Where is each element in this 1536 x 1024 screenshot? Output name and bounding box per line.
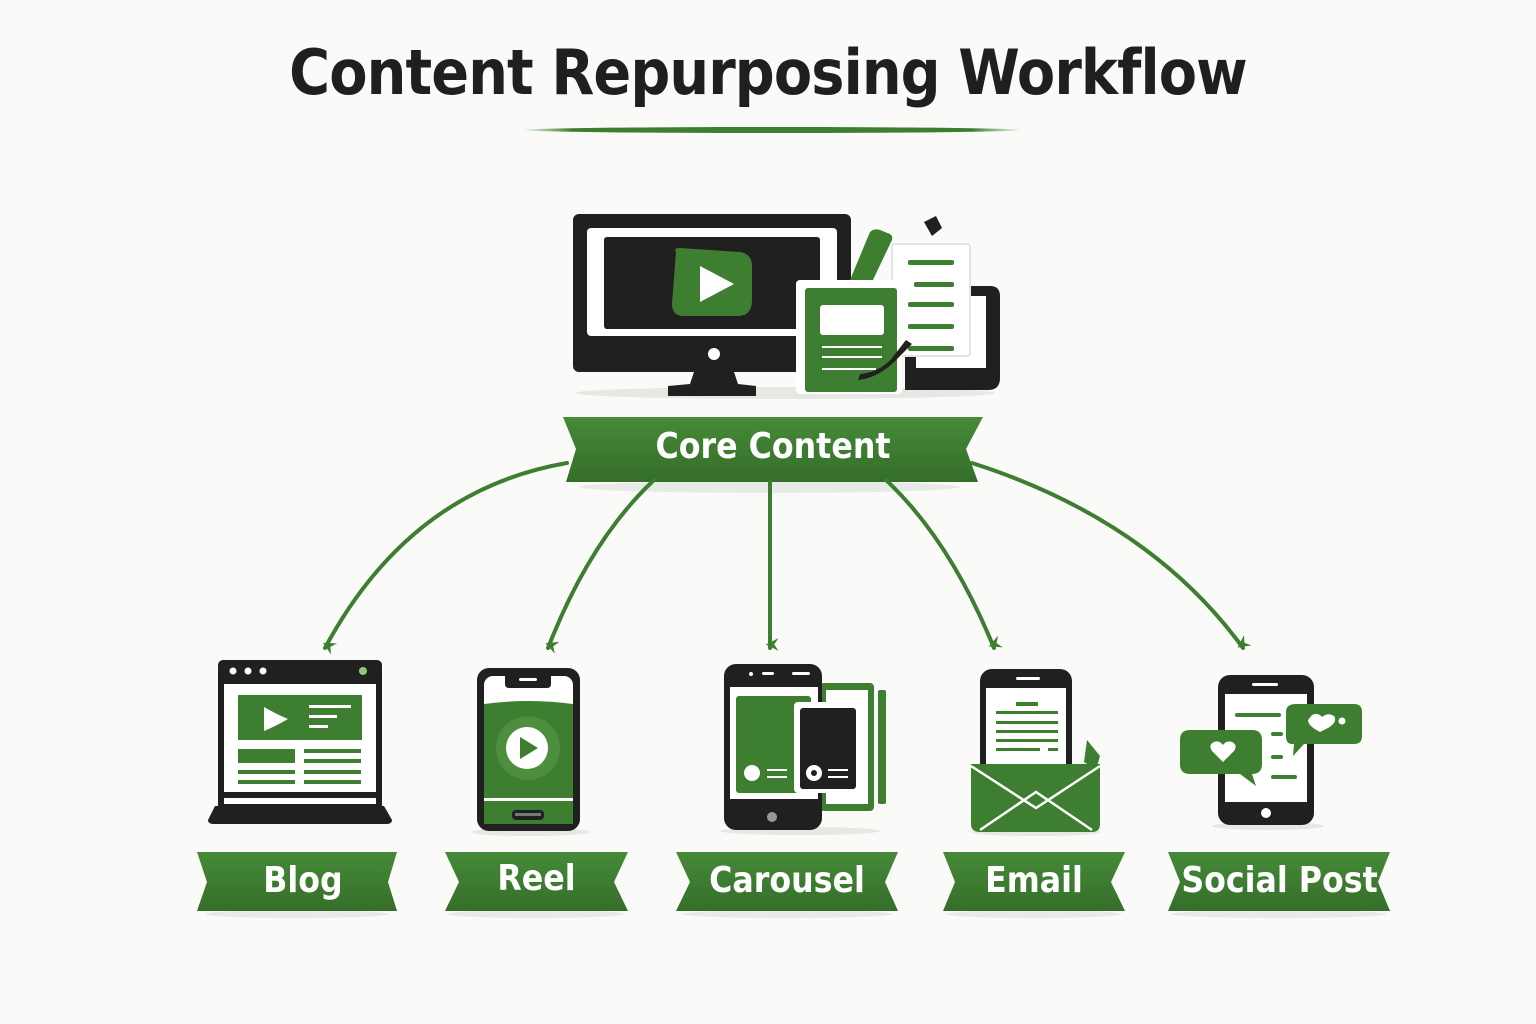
arrow-to-blog: [322, 461, 569, 655]
banner-carousel: [676, 852, 898, 918]
banner-email: [943, 852, 1125, 918]
core-content-label: Core Content: [655, 426, 891, 467]
diagram-title: Content Repurposing Workflow: [289, 36, 1248, 109]
heart-icon: [1308, 713, 1336, 732]
pen-icon: [850, 229, 893, 282]
arrow-to-reel: [545, 478, 656, 654]
arrow-to-social-post: [970, 461, 1252, 650]
monitor-video-documents-icon: [573, 214, 1000, 399]
heart-icon: [1210, 741, 1236, 762]
output-banners: [197, 852, 1390, 918]
banner-reel: [445, 852, 628, 918]
arrows: [322, 461, 1252, 655]
output-label-blog: Blog: [263, 860, 343, 901]
output-label-reel: Reel: [497, 858, 576, 899]
banner-social-post: [1168, 852, 1390, 918]
banner-blog: [197, 852, 397, 918]
phone-carousel-icon: [720, 664, 886, 835]
output-label-email: Email: [985, 860, 1083, 901]
laptop-blog-icon: [208, 660, 392, 824]
title-underline: [522, 127, 1022, 133]
output-label-carousel: Carousel: [709, 860, 865, 901]
phone-video-icon: [470, 668, 590, 836]
arrow-to-email: [884, 478, 1003, 650]
phone-envelope-icon: [970, 669, 1101, 836]
output-label-social-post: Social Post: [1181, 860, 1378, 901]
article-icon: [805, 288, 897, 392]
phone-chat-hearts-icon: [1180, 675, 1362, 830]
monitor-stand: [668, 372, 756, 396]
